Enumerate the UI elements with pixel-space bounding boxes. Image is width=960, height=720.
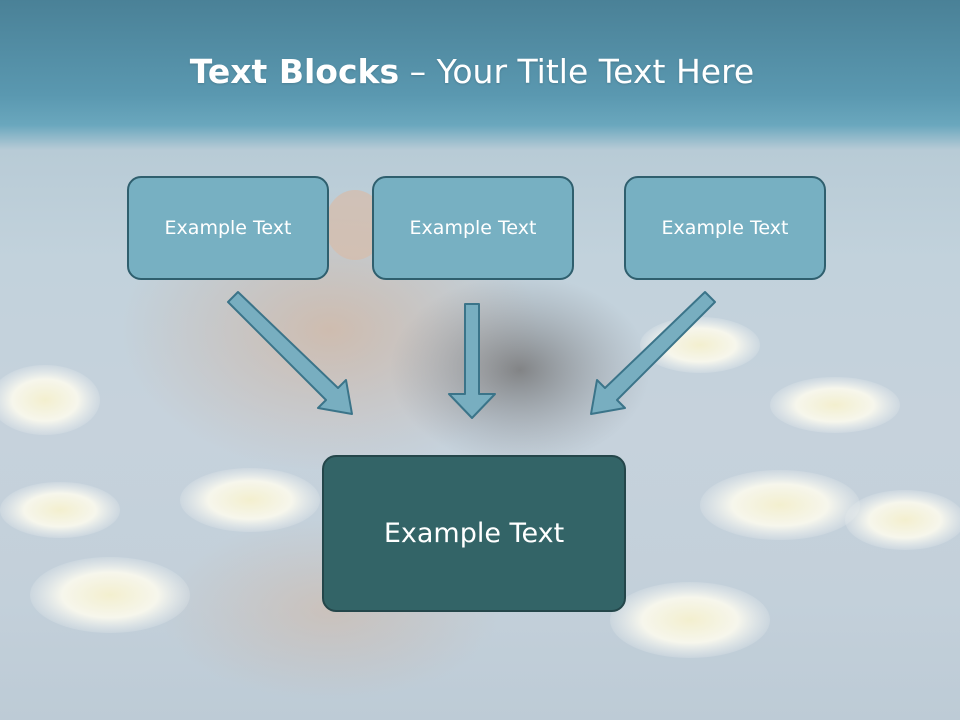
text-box-label: Example Text (164, 217, 292, 239)
title-bold-part: Text Blocks (189, 52, 400, 91)
text-box-2[interactable]: Example Text (372, 176, 574, 280)
title-rest-part: – Your Title Text Here (399, 52, 755, 91)
arrow-down-left (590, 291, 716, 415)
main-text-box[interactable]: Example Text (322, 455, 626, 612)
slide-title: Text Blocks – Your Title Text Here (0, 52, 944, 91)
text-box-label: Example Text (661, 217, 789, 239)
text-box-3[interactable]: Example Text (624, 176, 826, 280)
text-box-label: Example Text (409, 217, 537, 239)
arrow-down-right (227, 291, 353, 415)
arrow-down (448, 303, 496, 419)
nose-shape (325, 190, 385, 260)
main-text-box-label: Example Text (383, 518, 565, 549)
hair-shape (390, 275, 650, 465)
text-box-1[interactable]: Example Text (127, 176, 329, 280)
